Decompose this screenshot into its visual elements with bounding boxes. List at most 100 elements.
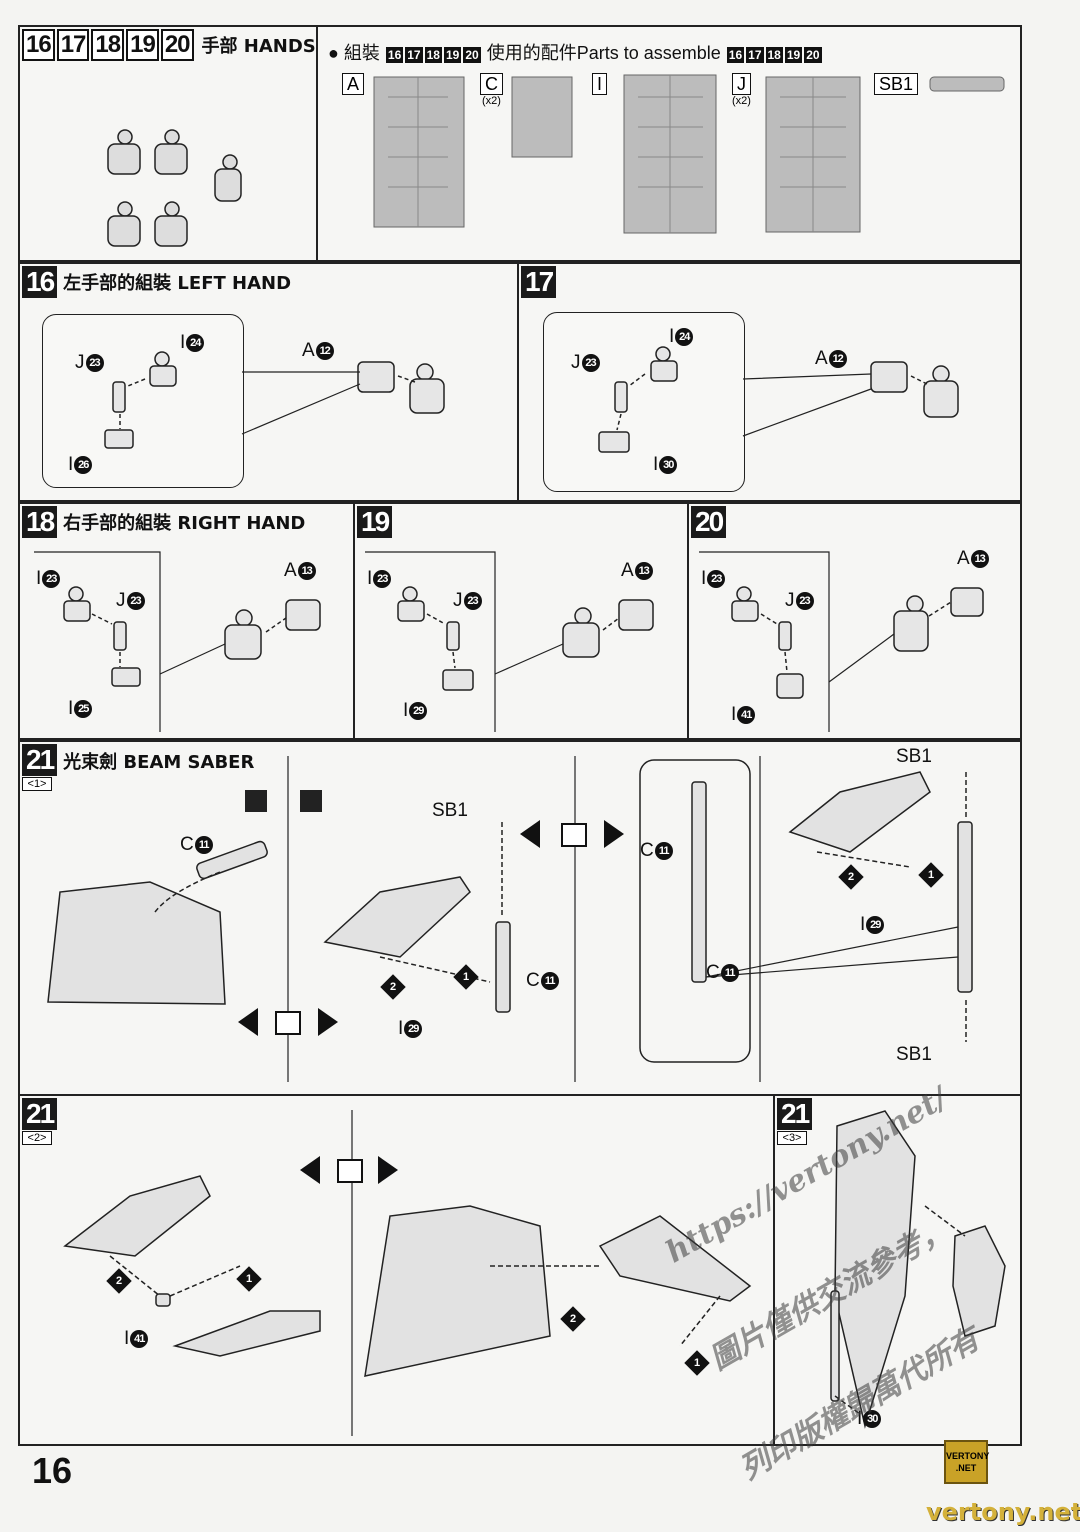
- parts-label: ● 組裝: [328, 43, 380, 63]
- part-letter: J: [453, 590, 463, 611]
- part-number: 11: [654, 841, 673, 860]
- step-21-2-drawing: [63, 1110, 752, 1436]
- part-number: 29: [404, 1019, 423, 1038]
- parts-step-16: 16: [385, 47, 404, 63]
- part-number: 26: [74, 455, 93, 474]
- step-21-1-drawing: [47, 756, 973, 1082]
- step-19-number: 19: [357, 506, 393, 538]
- step-21-title: 光束劍 BEAM SABER: [63, 752, 255, 773]
- step-21-number: 21: [777, 1098, 813, 1130]
- part-letter: I: [367, 568, 373, 589]
- part-letter: I: [180, 332, 186, 353]
- part-number: 23: [126, 591, 145, 610]
- part-number: 13: [297, 561, 316, 580]
- parts-step-20b: 20: [804, 47, 822, 63]
- runner-a-label: A: [342, 73, 365, 95]
- part-letter: A: [815, 348, 828, 369]
- step-21-sub: <3>: [777, 1131, 807, 1145]
- part-number: 25: [74, 699, 93, 718]
- hands-overview-panel: 16 17 18 19 20 手部 HANDS: [18, 25, 318, 262]
- step-17-drawing: [598, 346, 959, 453]
- part-letter: I: [701, 568, 707, 589]
- part-letter: C: [640, 840, 654, 861]
- step-19-drawing: [365, 551, 654, 732]
- part-number: 41: [130, 1329, 149, 1348]
- step-16-header: 16 左手部的組裝 LEFT HAND: [22, 266, 291, 298]
- watermark-site: vertony.net: [926, 1498, 1080, 1526]
- part-letter: I: [857, 1408, 863, 1429]
- step-20-number: 20: [691, 506, 727, 538]
- part-letter: I: [669, 326, 675, 347]
- part-letter: SB1: [896, 746, 932, 767]
- step-16-drawing: [104, 351, 445, 449]
- part-number: 29: [866, 915, 885, 934]
- step-21-3-header: 21 <3>: [777, 1098, 813, 1145]
- part-number: 13: [970, 549, 989, 568]
- part-number: 23: [795, 591, 814, 610]
- part-letter: C: [180, 834, 194, 855]
- part-number: 30: [863, 1409, 882, 1428]
- step-19-badge: 19: [126, 29, 159, 61]
- step-18-header: 18 右手部的組裝 RIGHT HAND: [22, 506, 305, 538]
- runner-c-id: C: [480, 73, 503, 95]
- part-number: 23: [463, 591, 482, 610]
- runner-j-id: J: [732, 73, 751, 95]
- watermark-badge: VERTONY .NET: [944, 1440, 989, 1484]
- hands-title: 手部 HANDS: [201, 36, 316, 57]
- part-number: 23: [42, 569, 61, 588]
- part-letter: I: [124, 1328, 130, 1349]
- step-18-number: 18: [22, 506, 58, 538]
- part-number: 23: [581, 353, 600, 372]
- part-letter: J: [75, 352, 85, 373]
- part-number: 11: [720, 963, 739, 982]
- part-letter: A: [621, 560, 634, 581]
- step-21-number: 21: [22, 744, 58, 776]
- parts-step-17b: 17: [746, 47, 764, 63]
- part-letter: I: [68, 454, 74, 475]
- step-21-sub: <2>: [22, 1131, 52, 1145]
- part-letter: SB1: [432, 800, 468, 821]
- part-number: 24: [675, 327, 694, 346]
- part-letter: J: [116, 590, 126, 611]
- part-number: 23: [373, 569, 392, 588]
- runner-a-id: A: [342, 73, 365, 95]
- part-label-sb1: SB1: [896, 1044, 932, 1066]
- step-18-drawing: [34, 551, 321, 732]
- part-letter: I: [731, 704, 737, 725]
- part-letter: I: [36, 568, 42, 589]
- part-letter: C: [526, 970, 540, 991]
- step-16-number: 16: [22, 266, 58, 298]
- step-17-number: 17: [521, 266, 557, 298]
- step-21-1-panel: 21 <1> 光束劍 BEAM SABER: [18, 740, 1022, 1096]
- part-number: 30: [659, 455, 678, 474]
- part-letter: I: [398, 1018, 404, 1039]
- runner-c-qty: (x2): [482, 95, 501, 107]
- step-21-3-drawing: [830, 1110, 1006, 1429]
- part-letter: J: [785, 590, 795, 611]
